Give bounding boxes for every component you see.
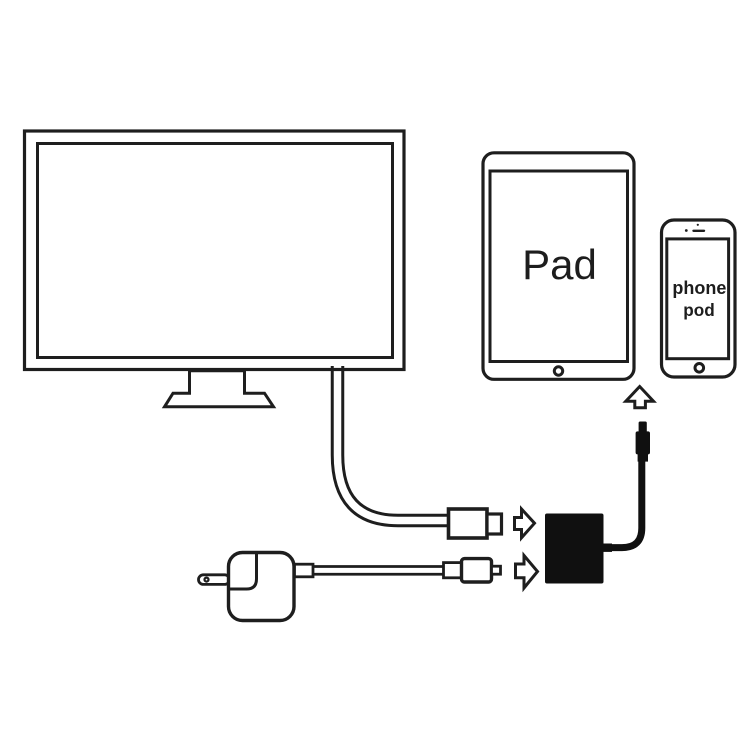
svg-text:Pad: Pad bbox=[522, 241, 597, 288]
svg-text:pod: pod bbox=[683, 300, 715, 320]
svg-text:phone: phone bbox=[672, 278, 726, 298]
